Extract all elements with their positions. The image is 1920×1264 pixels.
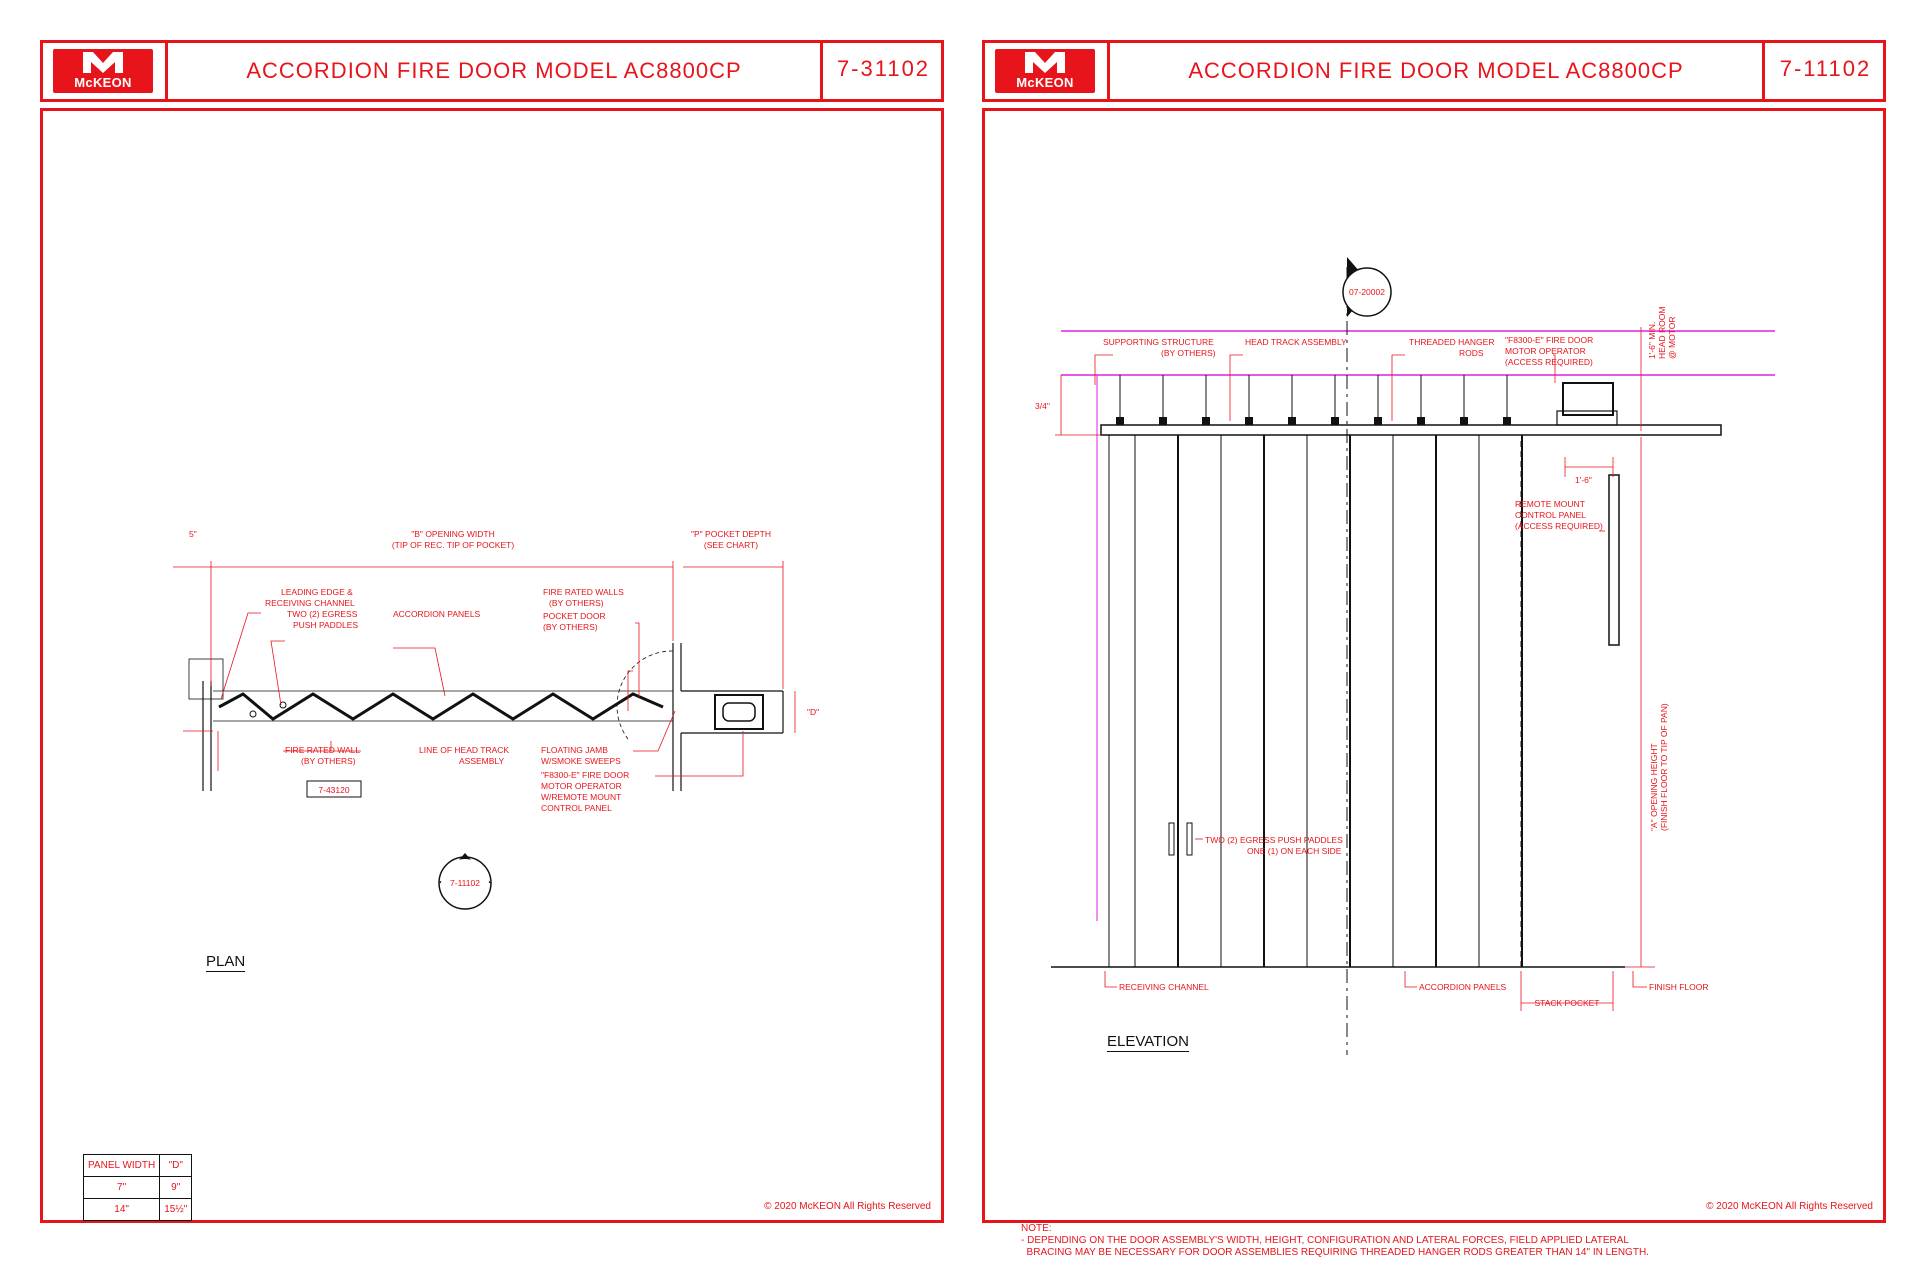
chart-cell: 14" [82,1198,161,1221]
motor-label-2: MOTOR OPERATOR [541,781,622,791]
motor-label-3: (ACCESS REQUIRED) [1505,357,1593,367]
logo-mark: McKEON [995,49,1095,93]
finish-floor-label: FINISH FLOOR [1649,982,1709,992]
logo-text: McKEON [74,75,132,90]
title-block: McKEON ACCORDION FIRE DOOR MODEL AC8800C… [982,40,1886,102]
headroom-label-3: @ MOTOR [1667,317,1677,359]
chart-cell: 9" [159,1176,193,1199]
remote-label-3: (ACCESS REQUIRED) [1515,521,1603,531]
pocket-door-sub: (BY OTHERS) [543,622,598,632]
paddles-label-1: TWO (2) EGRESS PUSH PADDLES [1205,835,1343,845]
mckeon-logo: McKEON [985,43,1110,99]
motor-label-3: W/REMOTE MOUNT [541,792,621,802]
section-callout: 07-20002 [1349,287,1385,297]
note: NOTE: - DEPENDING ON THE DOOR ASSEMBLY'S… [1021,1223,1649,1258]
egress-sub: PUSH PADDLES [293,620,358,630]
fire-wall-label: FIRE RATED WALL [285,745,360,755]
plan-frame: 7-43120 7-11102 5" "B" OPENING WIDTH (TI… [40,108,944,1223]
dim-5: 5" [189,529,197,539]
chart-header: PANEL WIDTH [82,1154,161,1177]
view-label-plan: PLAN [206,953,246,972]
motor-label-1: "F8300-E" FIRE DOOR [541,770,629,780]
m-logo-icon [1025,52,1065,73]
opening-width-sub: (TIP OF REC. TIP OF POCKET) [392,540,514,550]
fire-walls-label: FIRE RATED WALLS [543,587,624,597]
height-label-1: "A" OPENING HEIGHT [1649,743,1659,831]
logo-mark: McKEON [53,49,153,93]
copyright: © 2020 McKEON All Rights Reserved [1706,1201,1873,1212]
head-track-sub: ASSEMBLY [459,756,505,766]
remote-label-2: CONTROL PANEL [1515,510,1586,520]
drawing-number: 7-31102 [820,43,944,99]
motor-label-4: CONTROL PANEL [541,803,612,813]
opening-width-label: "B" OPENING WIDTH [411,529,494,539]
drawing-title: ACCORDION FIRE DOOR MODEL AC8800CP [246,58,742,83]
leading-edge-label: LEADING EDGE & [281,587,353,597]
fire-wall-sub: (BY OTHERS) [301,756,356,766]
chart-row: 7" 9" [82,1176,193,1199]
supporting-sub: (BY OTHERS) [1161,348,1216,358]
head-track-label: LINE OF HEAD TRACK [419,745,509,755]
view-label-elevation: ELEVATION [1107,1033,1189,1052]
height-label-2: (FINISH FLOOR TO TIP OF PAN) [1659,703,1669,831]
copyright: © 2020 McKEON All Rights Reserved [764,1201,931,1212]
title-block: McKEON ACCORDION FIRE DOOR MODEL AC8800C… [40,40,944,102]
elevation-drawing: 07-20002 [1035,257,1775,1055]
elevation-frame: 07-20002 [982,108,1886,1258]
head-track-label: HEAD TRACK ASSEMBLY [1245,337,1347,347]
mckeon-logo: McKEON [43,43,168,99]
leading-edge-sub: RECEIVING CHANNEL [265,598,355,608]
drawing-number: 7-11102 [1762,43,1886,99]
headroom-label-1: 1'-6" MIN. [1647,322,1657,359]
supporting-label: SUPPORTING STRUCTURE [1103,337,1214,347]
chart-row: 14" 15½" [82,1198,193,1221]
logo-text: McKEON [1016,75,1074,90]
motor-label-1: "F8300-E" FIRE DOOR [1505,335,1593,345]
headroom-label-2: HEAD ROOM [1657,307,1667,359]
floating-jamb-sub: W/SMOKE SWEEPS [541,756,621,766]
panels-label: ACCORDION PANELS [1419,982,1507,992]
motor-label-2: MOTOR OPERATOR [1505,346,1586,356]
chart-cell: 15½" [159,1198,193,1221]
section-callout: 7-11102 [450,878,480,888]
pocket-door-label: POCKET DOOR [543,611,606,621]
fire-walls-sub: (BY OTHERS) [549,598,604,608]
pocket-depth-label: "P" POCKET DEPTH [691,529,771,539]
dim-d: "D" [807,707,819,717]
stack-pocket-label: STACK POCKET [1534,998,1599,1008]
plan-drawing: 7-43120 7-11102 5" "B" OPENING WIDTH (TI… [173,529,819,910]
dim-34: 3/4" [1035,401,1050,411]
remote-label-1: REMOTE MOUNT [1515,499,1585,509]
panel-chart: PANEL WIDTH "D" 7" 9" 14" 15½" [82,1154,193,1221]
chart-cell: 7" [82,1176,161,1199]
accordion-panels-label: ACCORDION PANELS [393,609,481,619]
egress-label: TWO (2) EGRESS [287,609,358,619]
floating-jamb-label: FLOATING JAMB [541,745,608,755]
paddles-label-2: ONE (1) ON EACH SIDE [1247,846,1342,856]
pocket-depth-sub: (SEE CHART) [704,540,758,550]
dim-16: 1'-6" [1575,475,1592,485]
drawing-title: ACCORDION FIRE DOOR MODEL AC8800CP [1188,58,1684,83]
hanger-label: THREADED HANGER [1409,337,1494,347]
receiving-label: RECEIVING CHANNEL [1119,982,1209,992]
chart-header: "D" [159,1154,193,1177]
detail-ref: 7-43120 [318,785,349,795]
m-logo-icon [83,52,123,73]
hanger-sub: RODS [1459,348,1484,358]
